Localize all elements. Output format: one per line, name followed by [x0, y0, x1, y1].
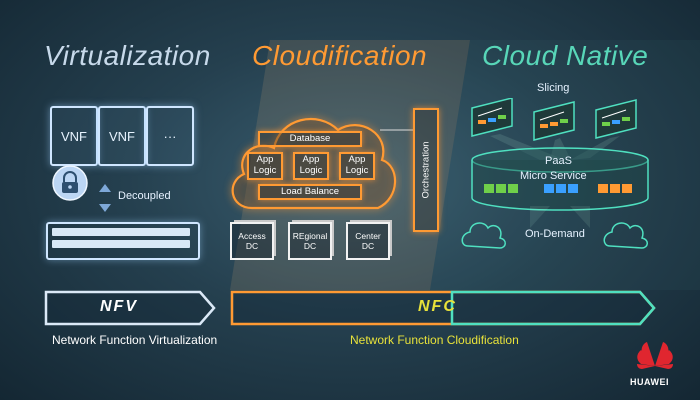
hardware-box [46, 222, 200, 260]
center-dc-box: Center DC [346, 222, 390, 260]
nfv-label: NFV [100, 298, 138, 315]
on-demand-label: On-Demand [525, 228, 585, 240]
huawei-wordmark: HUAWEI [630, 377, 669, 387]
app-logic-2: App Logic [293, 152, 329, 180]
nfc-caption: Network Function Cloudification [350, 333, 519, 347]
heading-virtualization: Virtualization [44, 40, 211, 71]
paas-label: PaaS [545, 155, 572, 167]
hardware-bar-1 [52, 228, 190, 236]
app-logic-3: App Logic [339, 152, 375, 180]
slice-panel-3 [595, 99, 637, 139]
nfc-arrow-right [450, 290, 656, 326]
vnf-box-1: VNF [50, 106, 98, 166]
lock-icon [52, 165, 88, 201]
decoupled-arrows-icon [99, 184, 111, 212]
heading-cloud-native: Cloud Native [482, 40, 649, 71]
hardware-bar-2 [52, 240, 190, 248]
app-logic-1: App Logic [247, 152, 283, 180]
access-dc-box: Access DC [230, 222, 274, 260]
decoupled-label: Decoupled [118, 190, 171, 202]
nfv-arrow [44, 290, 216, 326]
load-balance-bar: Load Balance [258, 184, 362, 200]
vnf-box-2: VNF [98, 106, 146, 166]
nfv-caption: Network Function Virtualization [52, 333, 218, 347]
slice-panel-2 [533, 101, 575, 141]
heading-cloudification: Cloudification [252, 40, 428, 71]
vnf-box-more: ··· [146, 106, 194, 166]
slice-panel-1 [471, 98, 513, 137]
database-bar: Database [258, 131, 362, 147]
orchestration-bar: Orchestration [413, 108, 439, 232]
huawei-logo-icon [637, 342, 673, 369]
micro-service-label: Micro Service [520, 170, 587, 182]
slicing-label: Slicing [537, 82, 570, 94]
nfc-label: NFC [418, 298, 457, 315]
regional-dc-box: REgional DC [288, 222, 332, 260]
cloud-native-graphics [461, 98, 649, 249]
